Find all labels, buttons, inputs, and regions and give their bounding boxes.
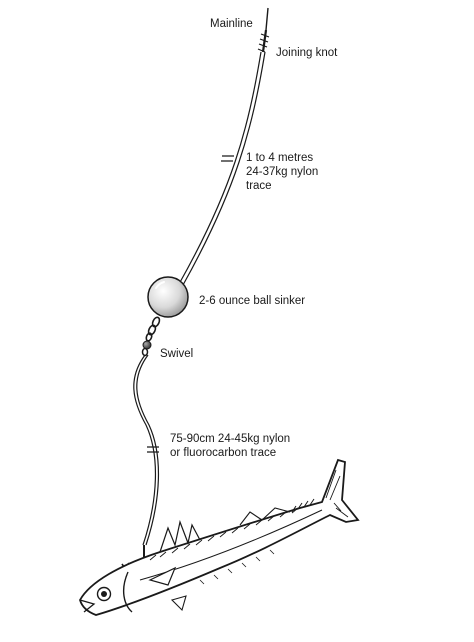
ball-sinker-label: 2-6 ounce ball sinker (199, 295, 306, 307)
swivel-label: Swivel (160, 348, 194, 360)
upper-trace-label-line: trace (246, 180, 272, 192)
joining-knot (257, 29, 270, 53)
mainline (265, 7, 269, 31)
lower-trace-line (133, 354, 159, 546)
lower-trace-label-line: or fluorocarbon trace (170, 447, 277, 459)
swivel (141, 340, 152, 357)
joining-knot-label: Joining knot (276, 47, 338, 59)
bait-fish (79, 458, 360, 616)
upper-trace-line (178, 51, 266, 286)
upper-trace-length-marker (221, 155, 234, 162)
upper-trace-label: 1 to 4 metres 24-37kg nylon trace (246, 151, 318, 193)
lower-trace-label-line: 75-90cm 24-45kg nylon (170, 433, 291, 445)
mainline-label: Mainline (210, 18, 253, 30)
upper-trace-label-line: 1 to 4 metres (246, 152, 314, 164)
upper-trace-label-line: 24-37kg nylon (246, 166, 319, 178)
ball-sinker (147, 276, 189, 318)
lower-trace-length-marker (147, 446, 159, 453)
sinker-chain (145, 316, 161, 342)
lower-trace-label: 75-90cm 24-45kg nylon or fluorocarbon tr… (170, 432, 290, 460)
